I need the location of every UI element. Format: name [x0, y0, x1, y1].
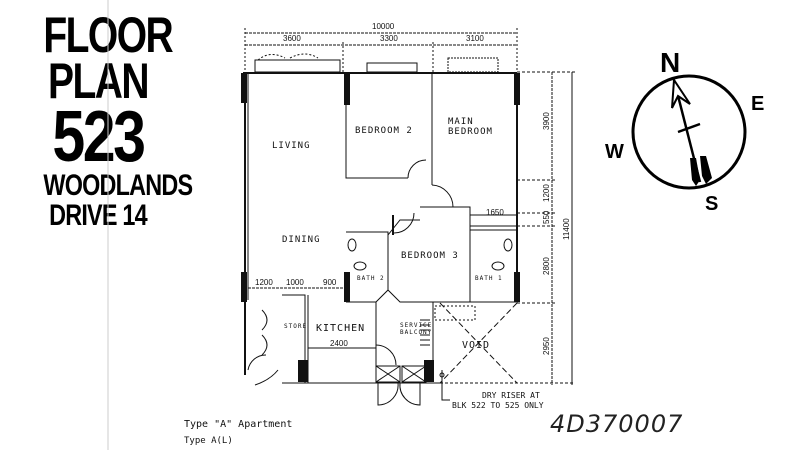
handwritten-code: 4D370007	[550, 410, 684, 438]
room-kitchen: KITCHEN	[316, 323, 365, 334]
dim-right-1: 3900	[542, 112, 551, 130]
room-bath-1: BATH 1	[475, 275, 503, 282]
title-floor: FLOOR	[43, 7, 173, 63]
dim-bed3-top: 1650	[486, 208, 504, 217]
title-plan: PLAN	[48, 53, 149, 109]
room-bath-2: BATH 2	[357, 275, 385, 282]
apartment-subtype: Type A(L)	[184, 436, 233, 446]
dim-total-height: 11400	[562, 218, 571, 240]
compass-n: N	[660, 47, 680, 78]
room-bedroom-3: BEDROOM 3	[401, 251, 459, 261]
room-service-balcony-1: SERVICE	[400, 322, 432, 329]
dry-riser-note-1: DRY RISER AT	[482, 391, 540, 400]
dim-right-3: 550	[542, 210, 551, 224]
dim-right-2: 1200	[542, 184, 551, 202]
room-service-balcony-2: BALCONY	[400, 329, 432, 336]
compass-s: S	[705, 193, 718, 215]
apartment-type: Type "A" Apartment	[184, 419, 293, 430]
dim-right-4: 2800	[542, 257, 551, 275]
room-dining: DINING	[282, 235, 321, 245]
room-store: STORE	[284, 323, 307, 330]
structural-columns	[241, 73, 520, 382]
dim-segment-1: 3600	[283, 34, 301, 43]
title-street-2: DRIVE 14	[49, 198, 148, 232]
title-block-number: 523	[52, 97, 146, 177]
dim-segment-2: 3300	[380, 34, 398, 43]
room-main-bedroom-2: BEDROOM	[448, 127, 493, 137]
dim-kitchen-3: 900	[323, 278, 337, 287]
compass-w: W	[605, 141, 624, 163]
compass-e: E	[751, 93, 764, 115]
room-void: VOID	[462, 340, 490, 351]
dim-kitchen-1: 1200	[255, 278, 273, 287]
north-arrowhead-icon	[671, 77, 691, 109]
dim-kitchen-width: 2400	[330, 339, 348, 348]
compass-circle	[631, 74, 747, 190]
dim-total-width: 10000	[372, 22, 395, 31]
dim-right-5: 2950	[542, 337, 551, 355]
compass: N E W S	[605, 47, 764, 215]
dim-segment-3: 3100	[466, 34, 484, 43]
room-bedroom-2: BEDROOM 2	[355, 126, 413, 136]
room-main-bedroom-1: MAIN	[448, 117, 474, 127]
dry-riser-note-2: BLK 522 TO 525 ONLY	[452, 401, 544, 410]
dim-kitchen-2: 1000	[286, 278, 304, 287]
room-living: LIVING	[272, 141, 311, 151]
